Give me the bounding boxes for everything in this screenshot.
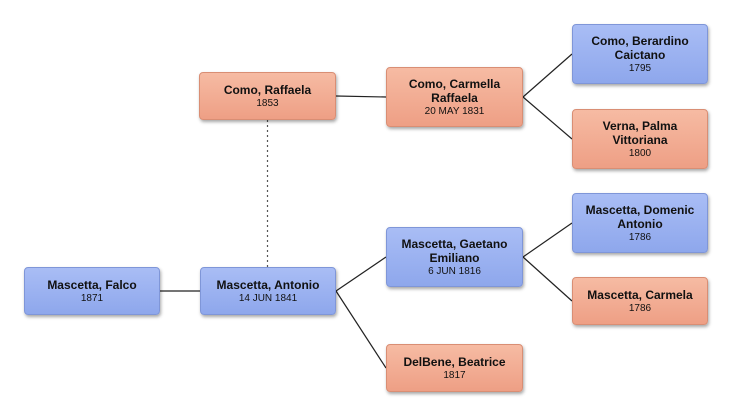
- person-card-domenic[interactable]: Mascetta, Domenic Antonio 1786: [572, 193, 708, 253]
- person-card-palma[interactable]: Verna, Palma Vittoriana 1800: [572, 109, 708, 169]
- person-date: 6 JUN 1816: [428, 265, 481, 277]
- person-date: 1786: [628, 231, 652, 243]
- connector-gaetano-domenic: [522, 222, 573, 258]
- person-name: Mascetta, Falco: [47, 277, 137, 292]
- connector-carmella-palma: [522, 96, 573, 140]
- person-date: 1800: [628, 147, 652, 159]
- connector-antonio-gaetano: [335, 256, 387, 292]
- person-name: Mascetta, Carmela: [587, 287, 693, 302]
- person-card-carmela[interactable]: Mascetta, Carmela 1786: [572, 277, 708, 325]
- person-name: Verna, Palma Vittoriana: [602, 118, 678, 147]
- person-date: 1786: [628, 302, 652, 314]
- person-name: Como, Berardino Caictano: [591, 33, 689, 62]
- person-name: Mascetta, Antonio: [216, 277, 320, 292]
- person-name: DelBene, Beatrice: [403, 354, 506, 369]
- person-date: 14 JUN 1841: [238, 292, 298, 304]
- person-date: 1871: [80, 292, 104, 304]
- person-name: Mascetta, Domenic Antonio: [585, 202, 695, 231]
- person-name: Como, Carmella Raffaela: [408, 76, 501, 105]
- connector-antonio-beatrice: [335, 290, 387, 369]
- person-date: 1795: [628, 62, 652, 74]
- person-name: Mascetta, Gaetano Emiliano: [401, 236, 508, 265]
- person-card-carmella[interactable]: Como, Carmella Raffaela 20 MAY 1831: [386, 67, 523, 127]
- person-card-beatrice[interactable]: DelBene, Beatrice 1817: [386, 344, 523, 392]
- connector-raffaela-carmella: [335, 95, 387, 98]
- person-card-raffaela[interactable]: Como, Raffaela 1853: [199, 72, 336, 120]
- person-date: 1817: [443, 369, 466, 381]
- person-date: 20 MAY 1831: [424, 105, 485, 117]
- person-name: Como, Raffaela: [223, 82, 312, 97]
- connector-gaetano-carmela: [522, 256, 573, 302]
- connector-carmella-berardino: [522, 53, 573, 98]
- person-card-falco[interactable]: Mascetta, Falco 1871: [24, 267, 160, 315]
- person-card-berardino[interactable]: Como, Berardino Caictano 1795: [572, 24, 708, 84]
- person-card-gaetano[interactable]: Mascetta, Gaetano Emiliano 6 JUN 1816: [386, 227, 523, 287]
- person-date: 1853: [256, 97, 279, 109]
- person-card-antonio[interactable]: Mascetta, Antonio 14 JUN 1841: [200, 267, 336, 315]
